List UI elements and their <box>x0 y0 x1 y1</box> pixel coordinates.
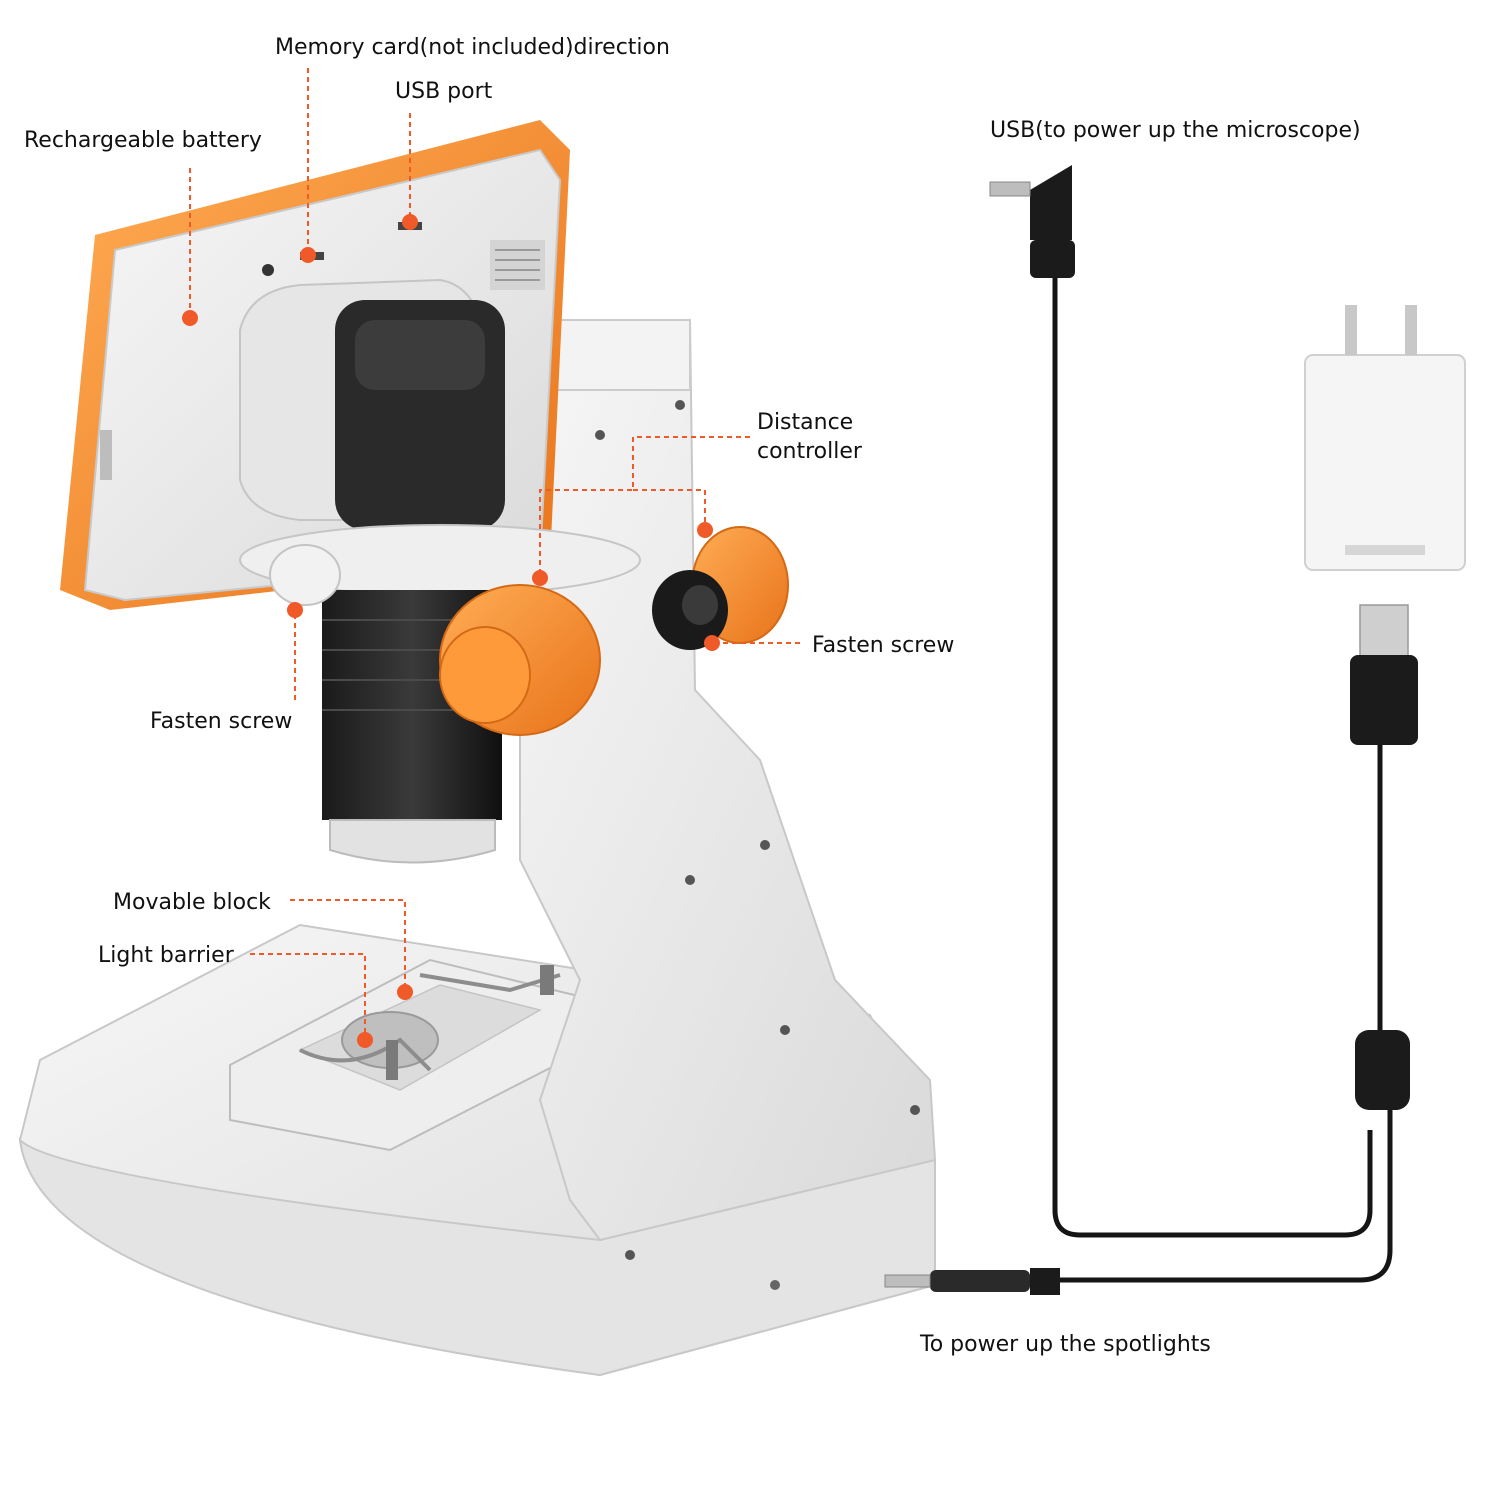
label-distance-line1: Distance <box>757 410 854 435</box>
arm-pillar <box>513 318 937 1260</box>
label-movable-block: Movable block <box>113 890 271 915</box>
focus-knobs <box>439 526 789 736</box>
stage-plate <box>229 958 596 1152</box>
label-rechargeable-battery: Rechargeable battery <box>24 128 262 153</box>
label-fasten-screw-right: Fasten screw <box>812 633 955 658</box>
label-fasten-screw-left: Fasten screw <box>150 709 293 734</box>
label-distance-line2: controller <box>757 439 862 464</box>
leader-lines <box>182 68 800 1048</box>
label-memory-card: Memory card(not included)direction <box>275 35 670 60</box>
label-usb-power: USB(to power up the microscope) <box>990 118 1361 143</box>
label-light-barrier: Light barrier <box>98 943 234 968</box>
label-usb-port: USB port <box>395 79 493 104</box>
label-spotlights: To power up the spotlights <box>920 1332 1211 1357</box>
power-accessories <box>884 165 1466 1295</box>
